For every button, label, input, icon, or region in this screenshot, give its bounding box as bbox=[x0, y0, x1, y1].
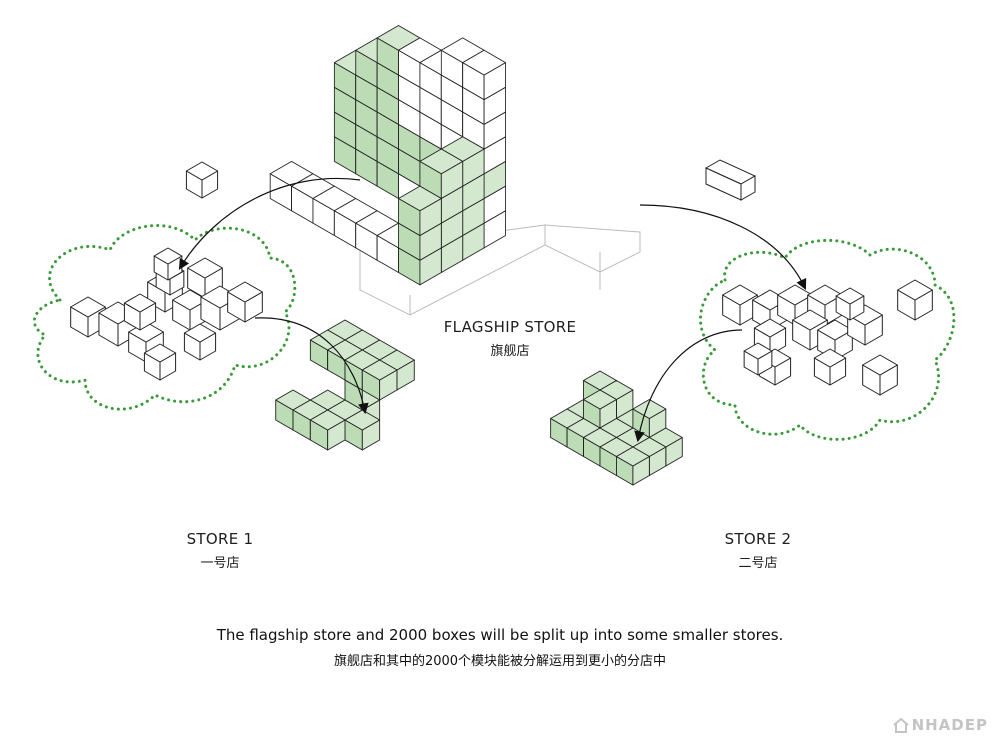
arrow-flagship-to-cloud1 bbox=[178, 177, 361, 270]
store1-label: STORE 1 一号店 bbox=[140, 530, 300, 571]
white-cube bbox=[462, 49, 506, 101]
green-cube bbox=[361, 359, 398, 401]
store2-title: STORE 2 bbox=[724, 530, 792, 548]
loose-box bbox=[227, 281, 263, 323]
store2-model bbox=[550, 370, 683, 486]
store2-title-zh: 二号店 bbox=[738, 556, 778, 571]
store2-label: STORE 2 二号店 bbox=[678, 530, 838, 571]
caption-en: The flagship store and 2000 boxes will b… bbox=[216, 626, 784, 644]
arrow-flagship-to-cloud2 bbox=[639, 204, 807, 290]
green-cube bbox=[309, 409, 346, 451]
watermark-text: NHADEP bbox=[911, 716, 988, 734]
loose-box bbox=[143, 343, 177, 381]
loose-box bbox=[897, 279, 933, 321]
loose-box bbox=[187, 257, 223, 299]
cloud-left bbox=[32, 224, 297, 411]
loose-box bbox=[813, 348, 847, 386]
store1-title: STORE 1 bbox=[186, 530, 254, 548]
green-cube bbox=[616, 446, 650, 486]
arrow-cloud1-to-store1 bbox=[254, 317, 369, 415]
caption-zh: 旗舰店和其中的2000个模块能被分解运用到更小的分店中 bbox=[333, 654, 667, 669]
green-cube bbox=[398, 185, 442, 236]
loose-box bbox=[183, 323, 217, 361]
store1-model bbox=[275, 319, 415, 451]
cloud-right bbox=[699, 238, 956, 441]
flagship-store-label: FLAGSHIP STORE 旗舰店 bbox=[400, 318, 620, 359]
caption: The flagship store and 2000 boxes will b… bbox=[80, 626, 920, 669]
watermark: NHADEP bbox=[892, 716, 988, 734]
floating-box-right bbox=[704, 159, 757, 201]
store1-title-zh: 一号店 bbox=[200, 556, 240, 571]
flagship-title-zh: 旗舰店 bbox=[490, 344, 530, 359]
loose-box bbox=[743, 342, 773, 376]
loose-box bbox=[722, 284, 758, 326]
floating-box-left bbox=[185, 161, 219, 199]
loose-box bbox=[123, 293, 157, 331]
loose-box bbox=[153, 247, 183, 281]
house-icon bbox=[892, 717, 909, 733]
loose-box bbox=[835, 287, 865, 321]
flagship-store-model bbox=[269, 25, 641, 316]
flagship-stack bbox=[269, 25, 506, 286]
arrow-cloud2-to-store2 bbox=[634, 329, 743, 443]
loose-box bbox=[862, 354, 898, 396]
green-cube bbox=[419, 148, 464, 199]
flagship-title: FLAGSHIP STORE bbox=[443, 318, 577, 336]
